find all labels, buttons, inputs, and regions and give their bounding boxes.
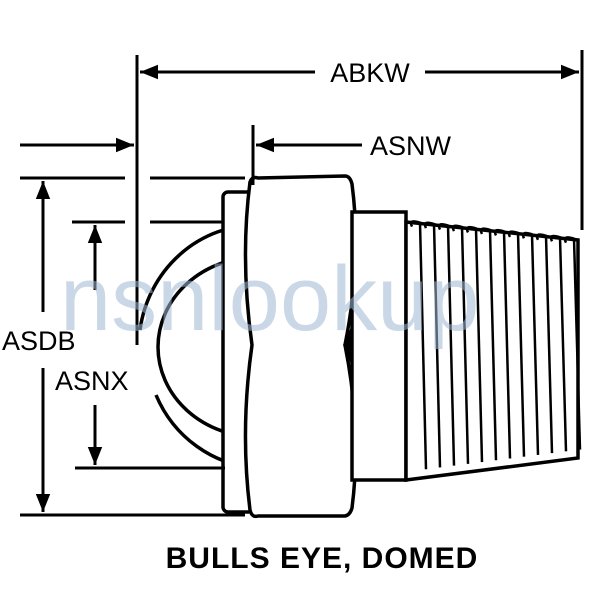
thread-line (451, 224, 470, 464)
dome-inner (156, 255, 259, 439)
thread-line (437, 222, 456, 466)
dimension-lines (20, 50, 584, 517)
diagram-title: BULLS EYE, DOMED (166, 542, 479, 575)
thread-line (535, 233, 554, 454)
watermark: nsnlookup (60, 248, 479, 350)
thread-line (549, 234, 568, 452)
thread-line (423, 221, 442, 468)
thread-line (479, 227, 498, 461)
label-asdb: ASDB (2, 326, 76, 356)
collar (350, 210, 408, 482)
thread-lines (409, 220, 582, 470)
thread-line (465, 225, 484, 463)
thread-line (521, 231, 540, 455)
thread-line (507, 230, 526, 457)
label-abkw: ABKW (330, 58, 410, 88)
label-asnw: ASNW (370, 131, 452, 161)
thread-line (493, 228, 512, 459)
thread-line (409, 220, 428, 470)
thread-line (563, 236, 582, 450)
label-asnx: ASNX (55, 366, 129, 396)
